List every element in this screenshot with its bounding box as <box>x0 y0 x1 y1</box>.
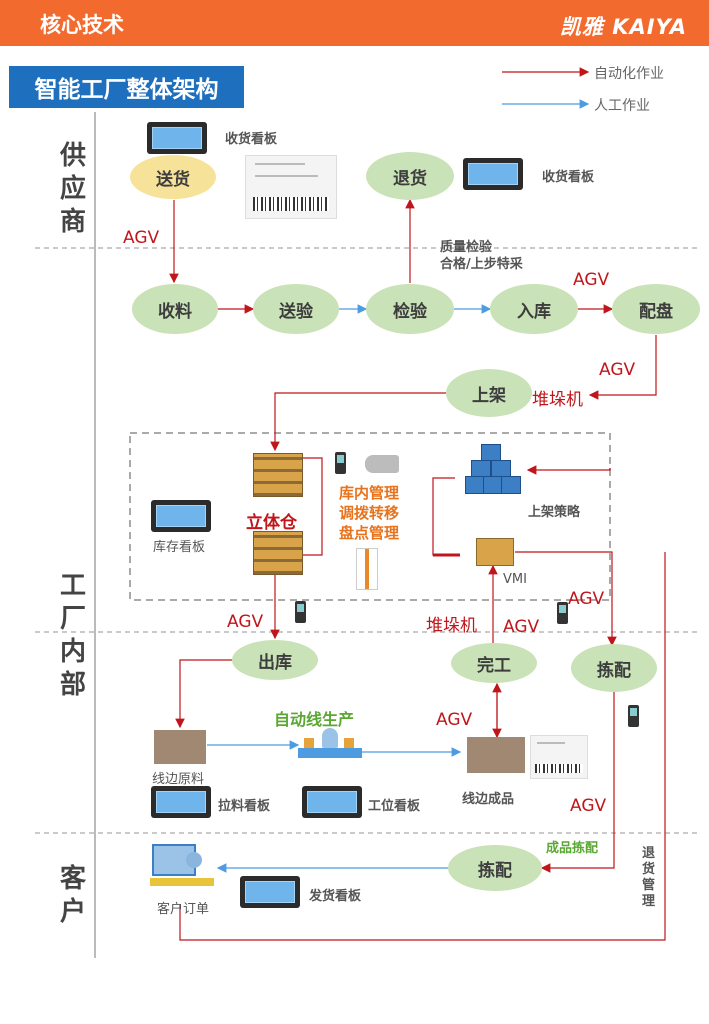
zone-factory: 工厂内部 <box>59 571 86 700</box>
node-peipan: 配盘 <box>612 284 700 334</box>
scanner-icon <box>295 601 306 623</box>
shangjia-celue-label: 上架策略 <box>528 505 581 520</box>
arrow-chuku-yuanliao <box>175 659 232 729</box>
brand-cn: 凯雅 <box>559 15 604 39</box>
customer-computer-icon <box>150 842 214 890</box>
node-songhuo: 送货 <box>130 155 216 199</box>
kehu-dingdan-label: 客户订单 <box>157 902 210 917</box>
agv-label-7: AGV <box>436 710 473 730</box>
legend-auto-label: 自动化作业 <box>594 66 664 82</box>
agv-label-2: AGV <box>573 270 610 290</box>
top-bar: 核心技术 凯雅 KAIYA <box>0 0 709 46</box>
gongwei-board-label: 工位看板 <box>368 799 421 814</box>
brand-en-ya: YA <box>655 15 687 39</box>
node-shangjia: 上架 <box>446 369 532 417</box>
kunei-label-2: 调拨转移 <box>339 504 400 522</box>
kunei-label-3: 盘点管理 <box>339 524 400 542</box>
warehouse-box <box>129 432 611 601</box>
quality-label-1: 质量检验 <box>440 240 493 255</box>
xianbian-yuanliao-label: 线边原料 <box>152 772 205 787</box>
liticang-label: 立体仓 <box>246 513 297 533</box>
tuihuo-guanli-label: 退货管理 <box>642 846 656 909</box>
xianbian-chengpin-label: 线边成品 <box>462 792 515 807</box>
kucun-board-label: 库存看板 <box>153 540 206 555</box>
liticang-bracket <box>302 457 323 556</box>
raw-material-icon <box>154 730 206 764</box>
node-songyan: 送验 <box>253 284 339 334</box>
node-ruku: 入库 <box>490 284 578 334</box>
scanner-icon <box>557 602 568 624</box>
monitor-icon <box>147 122 207 154</box>
agv-label-1: AGV <box>123 228 160 248</box>
shelf-icon <box>253 531 303 575</box>
page-title: 智能工厂整体架构 <box>9 66 244 108</box>
node-jianpei: 拣配 <box>571 644 657 692</box>
brand-en-ai: AI <box>629 15 656 39</box>
vmi-label: VMI <box>503 572 527 587</box>
return-loop <box>179 552 666 941</box>
agv-label-5: AGV <box>503 617 540 637</box>
arrow-vmi-jianpei <box>515 551 617 647</box>
node-chuku: 出库 <box>232 640 318 680</box>
production-line-icon <box>298 726 362 766</box>
laliao-board-label: 拉料看板 <box>218 799 271 814</box>
vmi-boxes-icon <box>476 538 514 566</box>
boxes-stack-icon <box>465 444 521 494</box>
arrow-to-celue <box>526 465 611 475</box>
document-icon <box>530 735 588 779</box>
arrow-jianpei-jianpei2 <box>540 692 615 873</box>
celue-bracket <box>432 477 460 556</box>
fahuo-board-label: 发货看板 <box>309 889 362 904</box>
header-title: 核心技术 <box>40 13 124 37</box>
scanner-icon <box>628 705 639 727</box>
agv-label-6: AGV <box>227 612 264 632</box>
monitor-icon <box>463 158 523 190</box>
node-jianyan: 检验 <box>366 284 454 334</box>
stacker-crane-icon <box>356 548 378 590</box>
agv-label-8: AGV <box>570 796 607 816</box>
finished-goods-icon <box>467 737 525 773</box>
agv-label-4: AGV <box>568 589 605 609</box>
arrow-peipan-shangjia <box>588 335 657 400</box>
legend-manual-label: 人工作业 <box>594 98 650 114</box>
node-wangong: 完工 <box>451 643 537 683</box>
agv-label-3: AGV <box>599 360 636 380</box>
shelf-icon <box>253 453 303 497</box>
shouhuo-board-label-2: 收货看板 <box>542 170 595 185</box>
duiduoji-label-2: 堆垛机 <box>426 616 477 636</box>
node-tuihuo: 退货 <box>366 152 454 200</box>
monitor-icon <box>151 786 211 818</box>
brand-logo: 凯雅 KAIYA <box>560 11 687 41</box>
quality-label-2: 合格/上步特采 <box>440 257 523 272</box>
monitor-icon <box>151 500 211 532</box>
monitor-icon <box>302 786 362 818</box>
node-shouliao: 收料 <box>132 284 218 334</box>
arrow-shangjia-liticang <box>270 392 446 452</box>
zidongxian-label: 自动线生产 <box>274 710 355 729</box>
document-icon <box>245 155 337 219</box>
zone-customer: 客户 <box>59 864 86 927</box>
zone-supplier: 供应商 <box>59 141 86 237</box>
chengpin-jianpei-label: 成品拣配 <box>546 841 599 856</box>
kunei-label-1: 库内管理 <box>339 484 400 502</box>
duiduoji-label-1: 堆垛机 <box>532 390 583 410</box>
forklift-icon <box>365 455 399 473</box>
brand-en-k: K <box>612 15 630 39</box>
monitor-icon <box>240 876 300 908</box>
shouhuo-board-label-1: 收货看板 <box>225 132 278 147</box>
node-jianpei-2: 拣配 <box>448 845 542 891</box>
scanner-icon <box>335 452 346 474</box>
